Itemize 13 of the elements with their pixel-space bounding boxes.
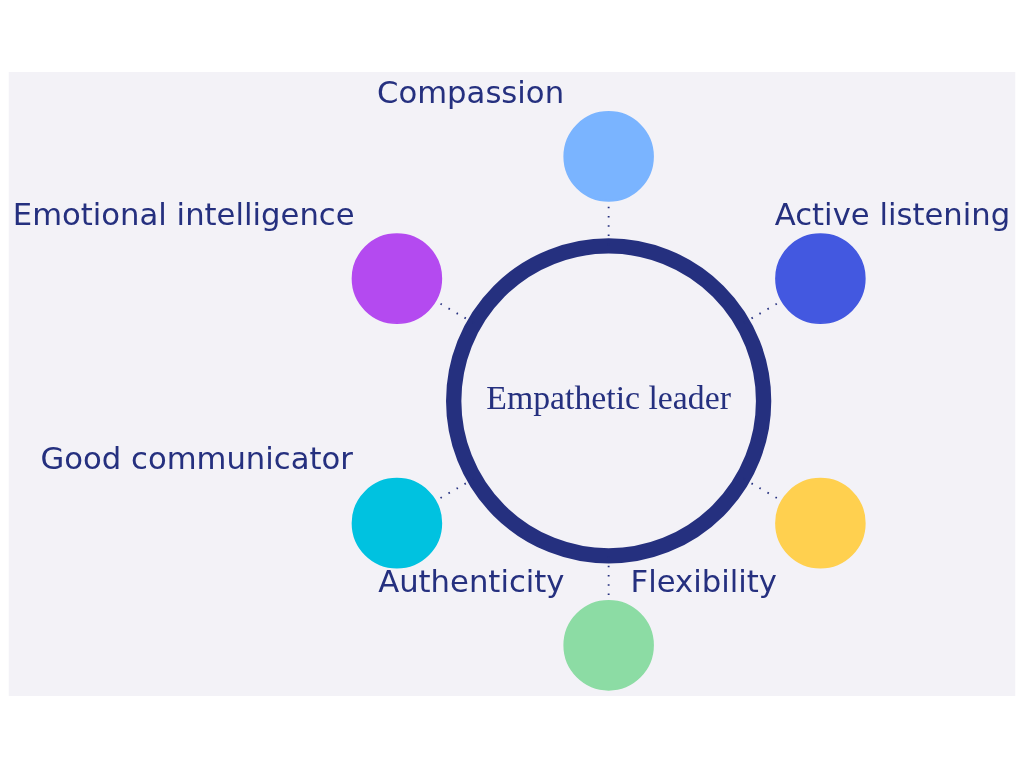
node-label: Authenticity: [378, 563, 565, 599]
node-label: Compassion: [377, 74, 565, 110]
node-label: Active listening: [774, 196, 1011, 232]
node-circle: [351, 233, 443, 324]
node-circle: [775, 233, 866, 324]
node-circle: [563, 111, 654, 202]
node-label: Good communicator: [40, 441, 353, 477]
node-circle: [351, 477, 443, 569]
node-label: Flexibility: [630, 564, 777, 600]
node-circle: Empathetic leader: [446, 238, 772, 564]
node-circle: [563, 600, 654, 691]
node-label: Emotional intelligence: [12, 196, 355, 232]
node-circle: [775, 477, 866, 569]
